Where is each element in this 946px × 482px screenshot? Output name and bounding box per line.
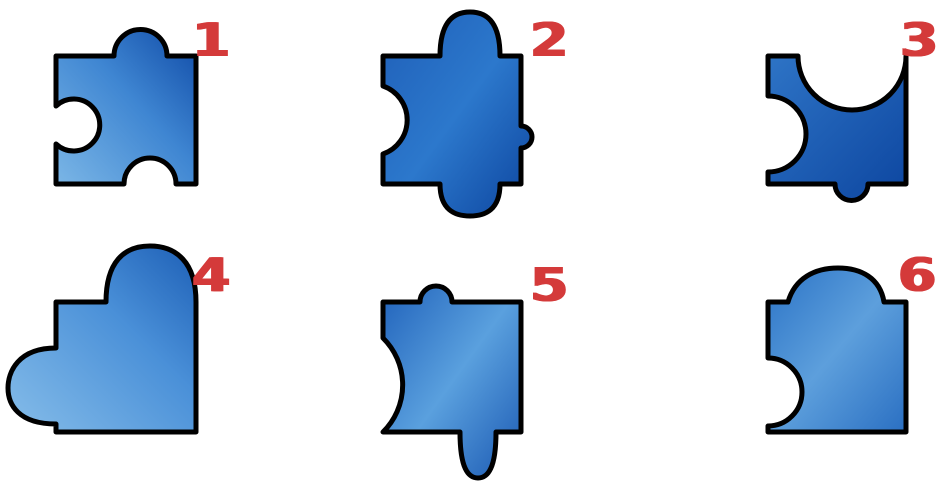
piece-number-6: 6	[898, 252, 936, 298]
